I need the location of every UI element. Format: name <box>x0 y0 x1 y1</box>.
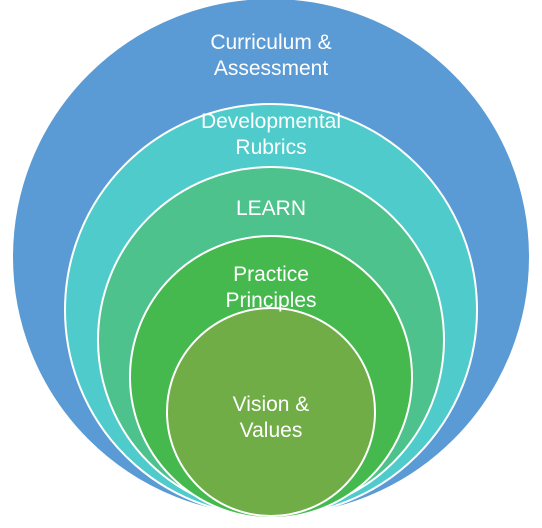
curriculum-label: Curriculum & Assessment <box>210 31 332 80</box>
vision-label: Vision & Values <box>232 393 310 442</box>
rubrics-label: Developmental Rubrics <box>200 110 342 159</box>
practice-label: Practice Principles <box>225 263 317 312</box>
learn-label: LEARN <box>235 197 307 220</box>
ring-vision <box>166 307 376 517</box>
